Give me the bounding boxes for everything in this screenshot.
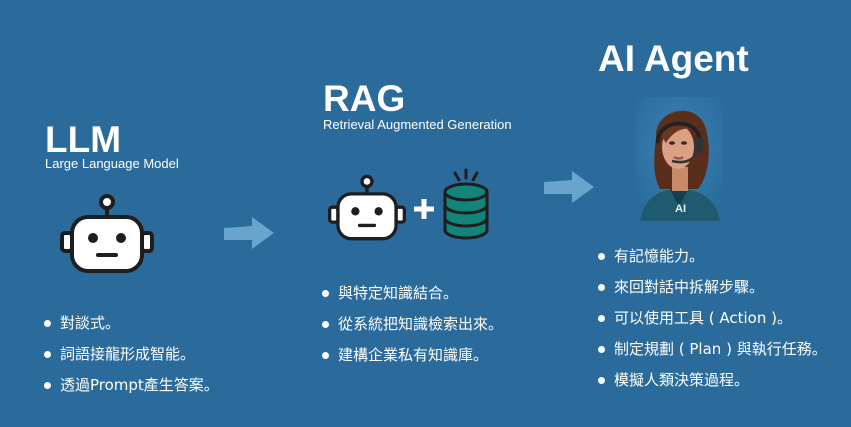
list-item: 建構企業私有知識庫。: [322, 340, 503, 371]
llm-title: LLM: [45, 119, 122, 160]
llm-subtitle: Large Language Model: [45, 156, 179, 171]
ai-badge: AI: [675, 203, 686, 215]
agent-title: AI Agent: [598, 38, 749, 79]
list-item: 可以使用工具 ( Action )。: [598, 303, 827, 334]
rag-subtitle: Retrieval Augmented Generation: [323, 117, 512, 132]
database-icon: [443, 168, 489, 240]
list-item: 制定規劃 ( Plan ) 與執行任務。: [598, 334, 827, 365]
agent-portrait-icon: [636, 97, 723, 221]
llm-bullet-list: 對談式。 詞語接龍形成智能。 透過Prompt產生答案。: [44, 308, 219, 401]
list-item: 有記憶能力。: [598, 241, 827, 272]
list-item: 從系統把知識檢索出來。: [322, 309, 503, 340]
rag-title: RAG: [323, 78, 406, 119]
list-item: 模擬人類決策過程。: [598, 365, 827, 396]
agent-bullet-list: 有記憶能力。 來回對話中拆解步驟。 可以使用工具 ( Action )。 制定規…: [598, 241, 827, 396]
plus-icon: [414, 199, 434, 219]
arrow-right-icon: [544, 171, 594, 203]
list-item: 透過Prompt產生答案。: [44, 370, 219, 401]
rag-bullet-list: 與特定知識結合。 從系統把知識檢索出來。 建構企業私有知識庫。: [322, 278, 503, 371]
robot-icon: [60, 194, 154, 273]
robot-icon: [328, 174, 406, 241]
list-item: 詞語接龍形成智能。: [44, 339, 219, 370]
list-item: 來回對話中拆解步驟。: [598, 272, 827, 303]
arrow-right-icon: [224, 217, 274, 249]
list-item: 對談式。: [44, 308, 219, 339]
list-item: 與特定知識結合。: [322, 278, 503, 309]
